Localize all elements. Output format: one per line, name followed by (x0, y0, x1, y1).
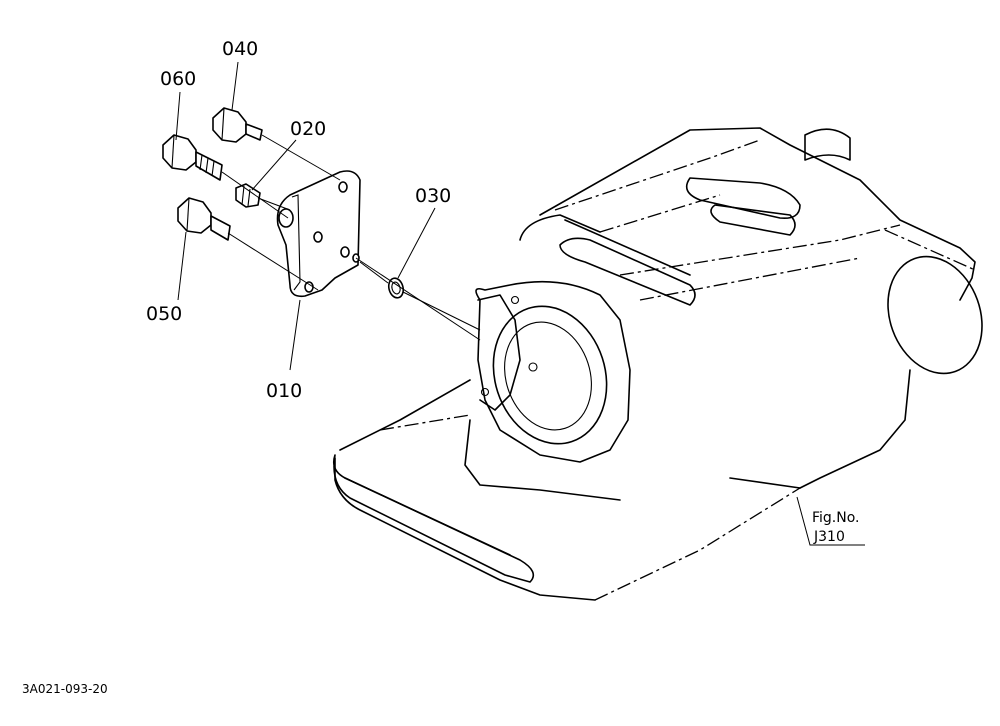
bolt-060 (162, 134, 223, 181)
cover-plate (276, 170, 361, 298)
callout-060: 060 (160, 68, 196, 90)
pump-housing (332, 127, 983, 601)
callout-030: 030 (415, 185, 451, 207)
assembly-lines (221, 134, 481, 341)
figure-ref-label: Fig.No. (812, 510, 860, 526)
callout-050: 050 (146, 303, 182, 325)
bolt-040 (212, 107, 263, 143)
o-ring (387, 277, 405, 299)
leader-lines (175, 61, 865, 546)
callout-010: 010 (266, 380, 302, 402)
bolt-050 (177, 197, 231, 241)
plug-020 (235, 183, 261, 208)
callout-040: 040 (222, 38, 258, 60)
drawing-id: 3A021-093-20 (22, 682, 108, 696)
figure-ref-number: J310 (813, 529, 845, 545)
callout-020: 020 (290, 118, 326, 140)
